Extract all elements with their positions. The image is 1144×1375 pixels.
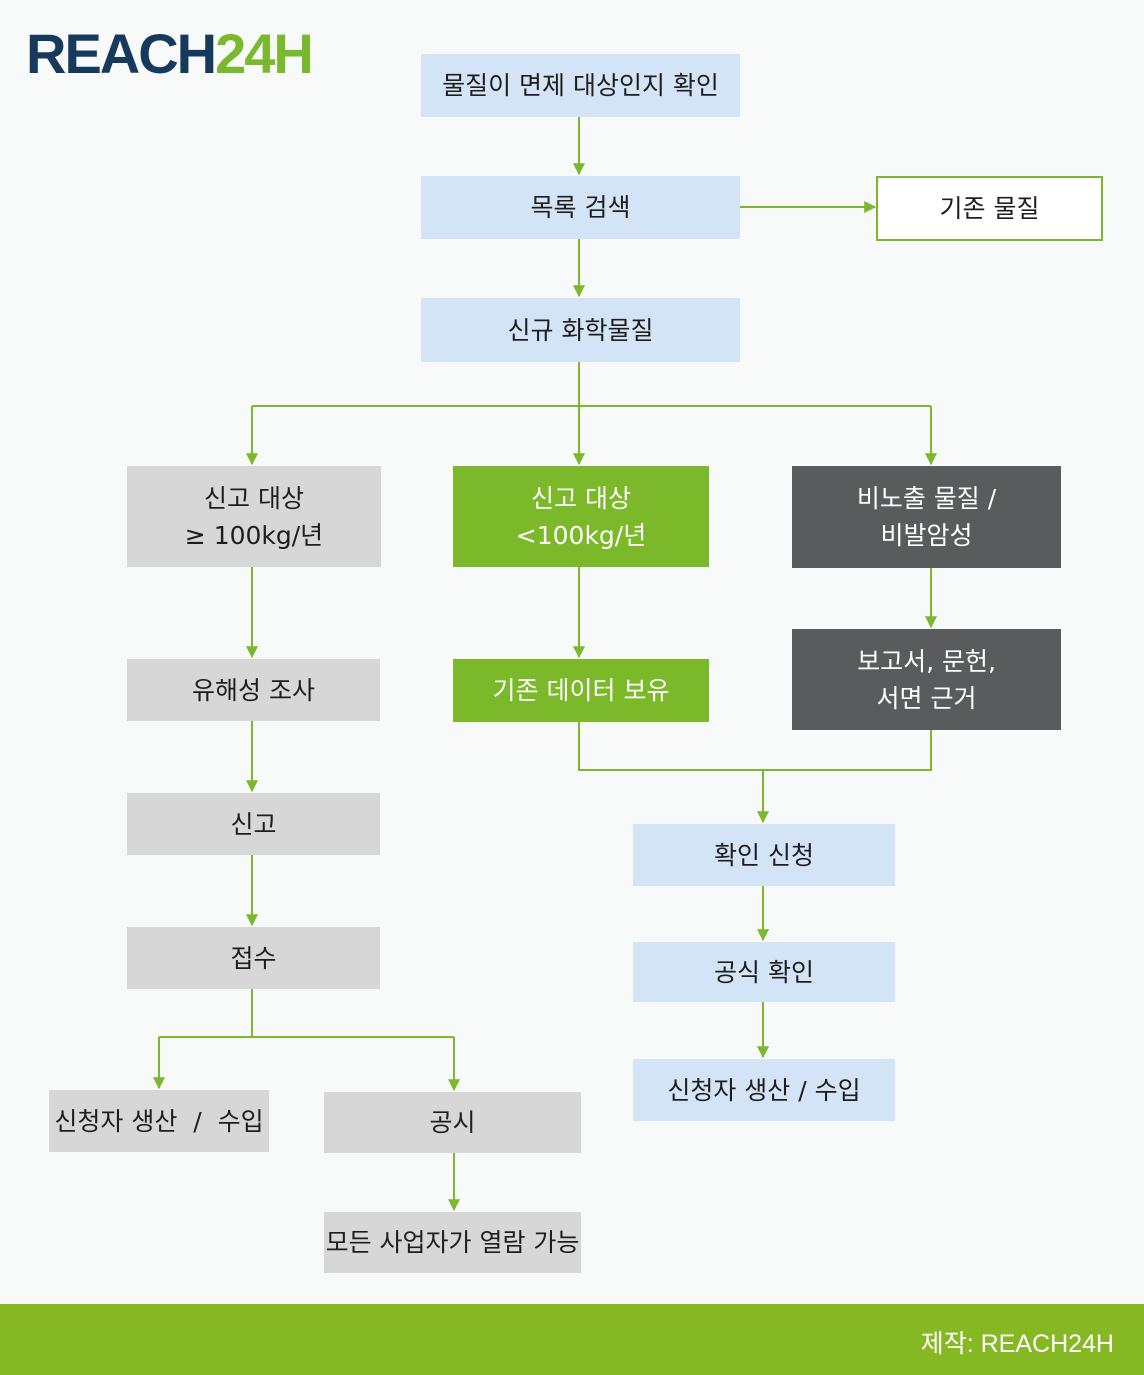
box-non-exposure-line2: 비발암성 <box>880 521 973 550</box>
merge-line <box>578 722 932 771</box>
box-official-confirm: 공식 확인 <box>633 942 895 1002</box>
box-publication-label: 공시 <box>429 1108 476 1137</box>
box-receipt: 접수 <box>127 927 380 989</box>
box-hazard-study-label: 유해성 조사 <box>192 675 315 705</box>
box-report-over-100kg: 신고 대상 ≥ 100kg/년 <box>127 466 381 567</box>
box-reports-evidence: 보고서, 문헌, 서면 근거 <box>792 629 1061 730</box>
box-report-under-100kg: 신고 대상 <100kg/년 <box>453 466 709 567</box>
footer-bar: 제작: REACH24H <box>0 1304 1144 1375</box>
logo-text-reach: REACH <box>26 22 217 85</box>
box-open-access-label: 모든 사업자가 열람 가능 <box>325 1228 580 1257</box>
box-list-search-label: 목록 검색 <box>530 193 631 222</box>
box-applicant-right-label: 신청자 생산 / 수입 <box>667 1075 861 1105</box>
box-list-search: 목록 검색 <box>421 176 740 239</box>
box-applicant-left: 신청자 생산 / 수입 <box>49 1090 269 1152</box>
box-new-chemical-label: 신규 화학물질 <box>507 315 654 345</box>
box-confirm-request-label: 확인 신청 <box>714 840 814 870</box>
box-publication: 공시 <box>324 1092 581 1153</box>
box-open-access: 모든 사업자가 열람 가능 <box>324 1212 581 1273</box>
footer-credit: 제작: REACH24H <box>920 1330 1114 1358</box>
box-report-under-line2: <100kg/년 <box>515 520 647 550</box>
box-hazard-study: 유해성 조사 <box>127 659 380 721</box>
box-reports-line1: 보고서, 문헌, <box>857 646 996 676</box>
logo-text-24h: 24H <box>215 22 314 85</box>
box-applicant-left-label: 신청자 생산 / 수입 <box>54 1106 264 1136</box>
box-report-under-line1: 신고 대상 <box>531 483 631 513</box>
box-existing-data: 기존 데이터 보유 <box>453 659 709 722</box>
box-check-exempt: 물질이 면제 대상인지 확인 <box>421 54 740 117</box>
box-applicant-right: 신청자 생산 / 수입 <box>633 1059 895 1121</box>
box-confirm-request: 확인 신청 <box>633 824 895 886</box>
box-notify: 신고 <box>127 793 380 855</box>
box-official-confirm-label: 공식 확인 <box>714 957 814 987</box>
box-existing-substance: 기존 물질 <box>876 176 1103 241</box>
box-check-exempt-label: 물질이 면제 대상인지 확인 <box>442 71 719 100</box>
box-non-exposure-line1: 비노출 물질 / <box>856 484 997 513</box>
box-reports-line2: 서면 근거 <box>876 683 977 713</box>
box-report-over-line2: ≥ 100kg/년 <box>184 520 324 550</box>
reach24h-logo: REACH24H <box>26 22 314 86</box>
box-existing-data-label: 기존 데이터 보유 <box>492 676 670 705</box>
box-report-over-line1: 신고 대상 <box>204 483 304 513</box>
box-notify-label: 신고 <box>230 809 277 839</box>
box-receipt-label: 접수 <box>230 943 277 973</box>
box-non-exposure: 비노출 물질 / 비발암성 <box>792 466 1061 568</box>
box-new-chemical: 신규 화학물질 <box>421 298 740 362</box>
box-existing-substance-label: 기존 물질 <box>939 194 1040 223</box>
